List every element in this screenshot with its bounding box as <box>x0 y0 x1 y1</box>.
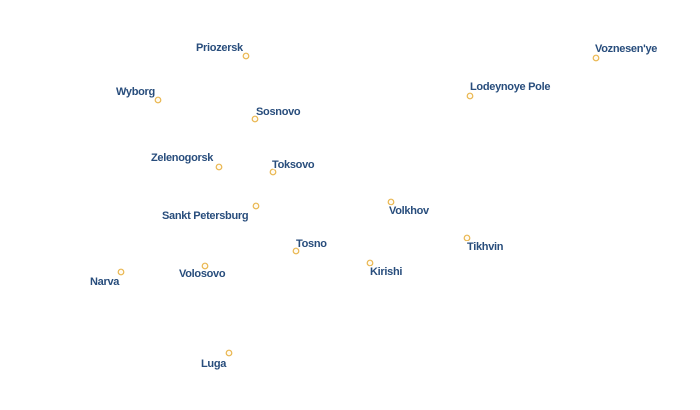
city-label: Priozersk <box>196 42 244 54</box>
city-marker-icon <box>242 52 250 60</box>
city-priozersk[interactable]: Priozersk <box>195 41 250 60</box>
city-marker-icon <box>225 349 233 357</box>
city-sankt-petersburg[interactable]: Sankt Petersburg <box>161 202 260 224</box>
city-sosnovo[interactable]: Sosnovo <box>251 105 303 123</box>
city-marker-icon <box>463 234 471 242</box>
city-label: Tikhvin <box>467 241 504 253</box>
city-label: Lodeynoye Pole <box>470 81 550 93</box>
city-voznesenye[interactable]: Voznesen'ye <box>592 42 659 62</box>
city-label: Kirishi <box>370 266 402 278</box>
city-marker-icon <box>592 54 600 62</box>
city-marker-icon <box>117 268 125 276</box>
city-kirishi[interactable]: Kirishi <box>366 259 404 280</box>
city-volosovo[interactable]: Volosovo <box>178 262 228 282</box>
city-label: Voznesen'ye <box>595 43 657 55</box>
city-tikhvin[interactable]: Tikhvin <box>463 234 506 255</box>
city-marker-icon <box>466 92 474 100</box>
city-marker-icon <box>154 96 162 104</box>
city-label: Toksovo <box>272 159 315 171</box>
city-marker-icon <box>201 262 209 270</box>
city-marker-icon <box>387 198 395 206</box>
city-marker-icon <box>292 247 300 255</box>
city-luga[interactable]: Luga <box>200 349 233 372</box>
city-zelenogorsk[interactable]: Zelenogorsk <box>150 151 223 171</box>
city-narva[interactable]: Narva <box>89 268 125 290</box>
city-label: Tosno <box>296 238 327 250</box>
city-label: Sankt Petersburg <box>162 210 248 222</box>
city-volkhov[interactable]: Volkhov <box>387 198 432 219</box>
city-label: Sosnovo <box>256 106 301 118</box>
city-marker-icon <box>252 202 260 210</box>
city-marker-icon <box>366 259 374 267</box>
city-toksovo[interactable]: Toksovo <box>269 158 317 176</box>
city-marker-icon <box>215 163 223 171</box>
city-label: Luga <box>201 358 227 370</box>
city-label: Volosovo <box>179 268 226 280</box>
city-tosno[interactable]: Tosno <box>292 237 329 255</box>
city-label: Zelenogorsk <box>151 152 214 164</box>
city-wyborg[interactable]: Wyborg <box>115 85 162 104</box>
city-label: Wyborg <box>116 86 155 98</box>
city-marker-icon <box>269 168 277 176</box>
city-lodeynoye-pole[interactable]: Lodeynoye Pole <box>466 80 552 100</box>
city-marker-icon <box>251 115 259 123</box>
city-label: Narva <box>90 276 120 288</box>
city-label: Volkhov <box>389 205 430 217</box>
